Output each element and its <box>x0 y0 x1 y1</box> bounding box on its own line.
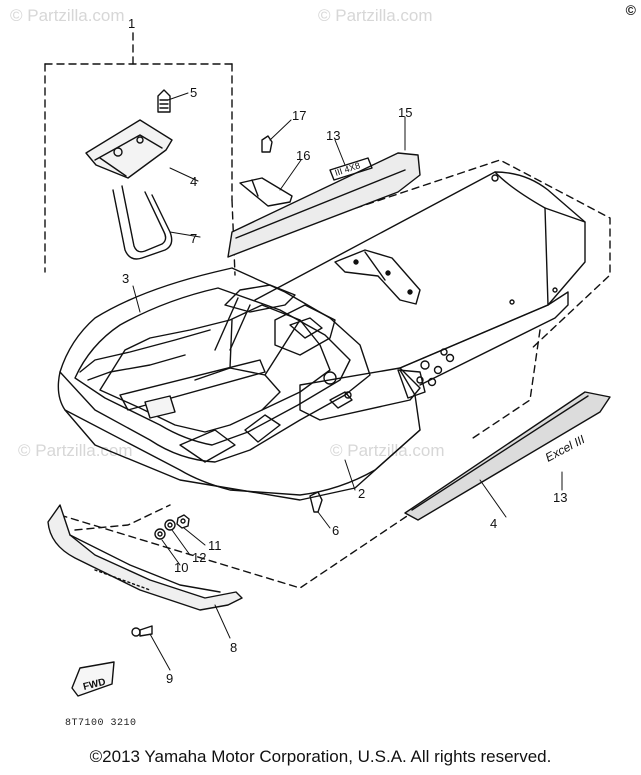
callout-labels: 1 2 3 4 4 5 6 7 8 9 10 11 12 13 13 15 16… <box>122 16 567 686</box>
seat-cover-15 <box>227 152 421 258</box>
callout-4b: 4 <box>190 174 197 189</box>
copyright-mark: © <box>625 2 636 18</box>
callout-8: 8 <box>230 640 237 655</box>
bolt-9 <box>131 625 153 637</box>
copyright-footer: ©2013 Yamaha Motor Corporation, U.S.A. A… <box>89 747 552 766</box>
watermark: © Partzilla.com <box>330 441 445 460</box>
trim-strip-4 <box>404 391 611 521</box>
callout-1: 1 <box>128 16 135 31</box>
callout-7: 7 <box>190 231 197 246</box>
callout-3: 3 <box>122 271 129 286</box>
callout-9: 9 <box>166 671 173 686</box>
rivet-6 <box>309 491 323 513</box>
watermark: © Partzilla.com <box>18 441 133 460</box>
u-bolt-7 <box>112 185 173 260</box>
watermark: © Partzilla.com <box>318 6 433 25</box>
callout-10: 10 <box>174 560 188 575</box>
watermark: © Partzilla.com <box>10 6 125 25</box>
bolt-17 <box>261 135 273 153</box>
callout-5: 5 <box>190 85 197 100</box>
leader-lines <box>132 92 563 671</box>
callout-11: 11 <box>208 538 222 553</box>
fwd-tag <box>71 661 115 697</box>
decal-text: III 4X8 Excel III FWD <box>82 160 588 693</box>
bracket-4 <box>85 119 173 179</box>
small-decal-13 <box>329 157 373 181</box>
callout-4a: 4 <box>490 516 497 531</box>
bumper-8 <box>47 504 243 611</box>
fastener-set <box>154 514 190 540</box>
mount-plate-16 <box>239 177 293 207</box>
callout-17: 17 <box>292 108 306 123</box>
callout-13a: 13 <box>553 490 567 505</box>
bolt-5 <box>157 89 171 113</box>
callout-16: 16 <box>296 148 310 163</box>
callout-6: 6 <box>332 523 339 538</box>
callout-12: 12 <box>192 550 206 565</box>
callout-13b: 13 <box>326 128 340 143</box>
chassis-body-2 <box>57 171 586 501</box>
fwd-text: FWD <box>82 677 107 693</box>
diagram-code: 8T7100 3210 <box>65 718 137 729</box>
callout-15: 15 <box>398 105 412 120</box>
callout-2: 2 <box>358 486 365 501</box>
